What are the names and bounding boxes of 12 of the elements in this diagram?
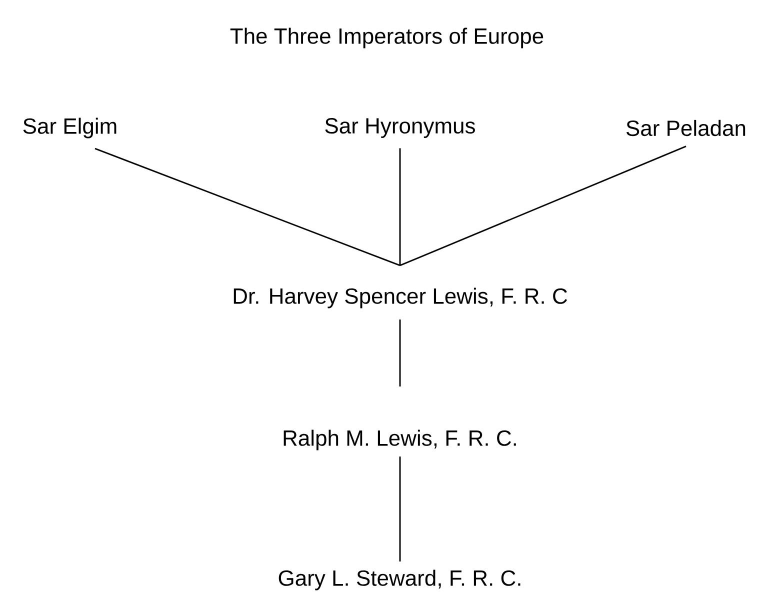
name-label: Sar Elgim	[23, 118, 116, 138]
name-label: Sar Hyronymus	[325, 118, 475, 138]
connector-line	[399, 320, 401, 386]
name-label: Ralph M. Lewis, F. R. C.	[284, 430, 516, 450]
connector-line	[399, 456, 401, 562]
connector-line	[94, 148, 400, 266]
connector-line	[400, 146, 686, 266]
name-label: Gary L. Steward, F. R. C.	[278, 570, 520, 590]
connector-line	[399, 148, 401, 266]
name-label: Dr. Harvey Spencer Lewis, F. R. C	[234, 288, 568, 308]
name-label: Sar Peladan	[626, 120, 746, 136]
title: The Three Imperators of Europe	[230, 28, 544, 48]
